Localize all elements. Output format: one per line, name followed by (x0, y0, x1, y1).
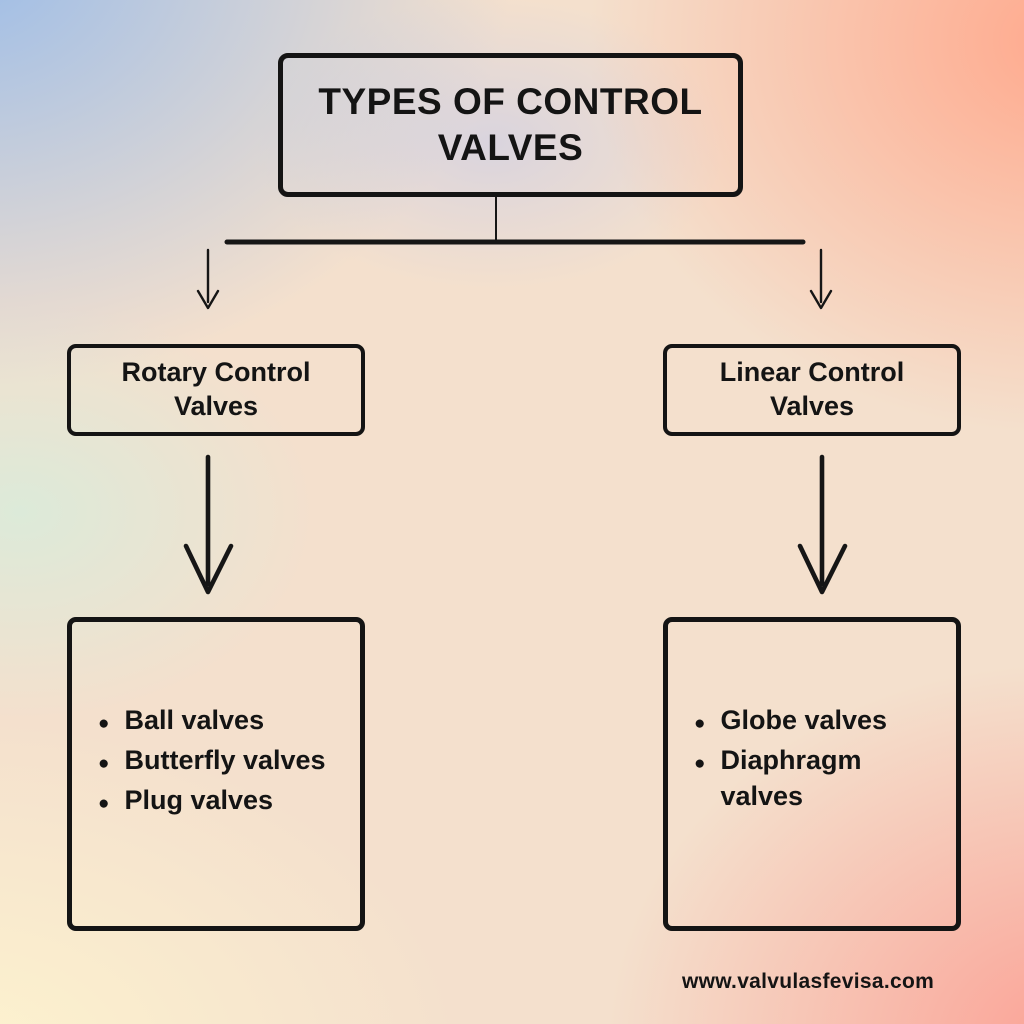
list-item: ● Butterfly valves (98, 742, 326, 782)
rotary-valve-list: ● Ball valves ● Butterfly valves ● Plug … (72, 702, 326, 822)
arrow-down-small-right-icon (809, 248, 833, 310)
linear-valve-list: ● Globe valves ● Diaphragm valves (668, 702, 896, 814)
arrow-down-large-right-icon (797, 454, 848, 595)
bullet-icon: ● (694, 713, 706, 734)
arrow-down-small-left-icon (196, 248, 220, 310)
branch-label-linear: Linear Control Valves (719, 357, 905, 421)
website-url: www.valvulasfevisa.com (681, 970, 935, 993)
item-label: Butterfly valves (124, 745, 326, 775)
item-label: Diaphragm valves (720, 745, 862, 811)
item-label: Ball valves (124, 705, 265, 735)
branch-label-rotary: Rotary Control Valves (121, 357, 311, 421)
bullet-icon: ● (694, 753, 706, 774)
diagram-title: TYPES OF CONTROL VALVES (318, 80, 703, 168)
item-label: Globe valves (720, 705, 888, 735)
list-item: ● Plug valves (98, 782, 326, 822)
arrow-down-large-left-icon (183, 454, 234, 595)
branch-box-rotary: Rotary Control Valves (67, 344, 365, 436)
list-item: ● Ball valves (98, 702, 326, 742)
branch-box-linear: Linear Control Valves (663, 344, 961, 436)
list-box-linear: ● Globe valves ● Diaphragm valves (663, 617, 961, 931)
bullet-icon: ● (98, 793, 110, 814)
bullet-icon: ● (98, 713, 110, 734)
bullet-icon: ● (98, 753, 110, 774)
item-label: Plug valves (124, 785, 274, 815)
list-item: ● Globe valves (694, 702, 896, 742)
list-box-rotary: ● Ball valves ● Butterfly valves ● Plug … (67, 617, 365, 931)
list-item: ● Diaphragm valves (694, 742, 896, 814)
title-box: TYPES OF CONTROL VALVES (278, 53, 743, 197)
